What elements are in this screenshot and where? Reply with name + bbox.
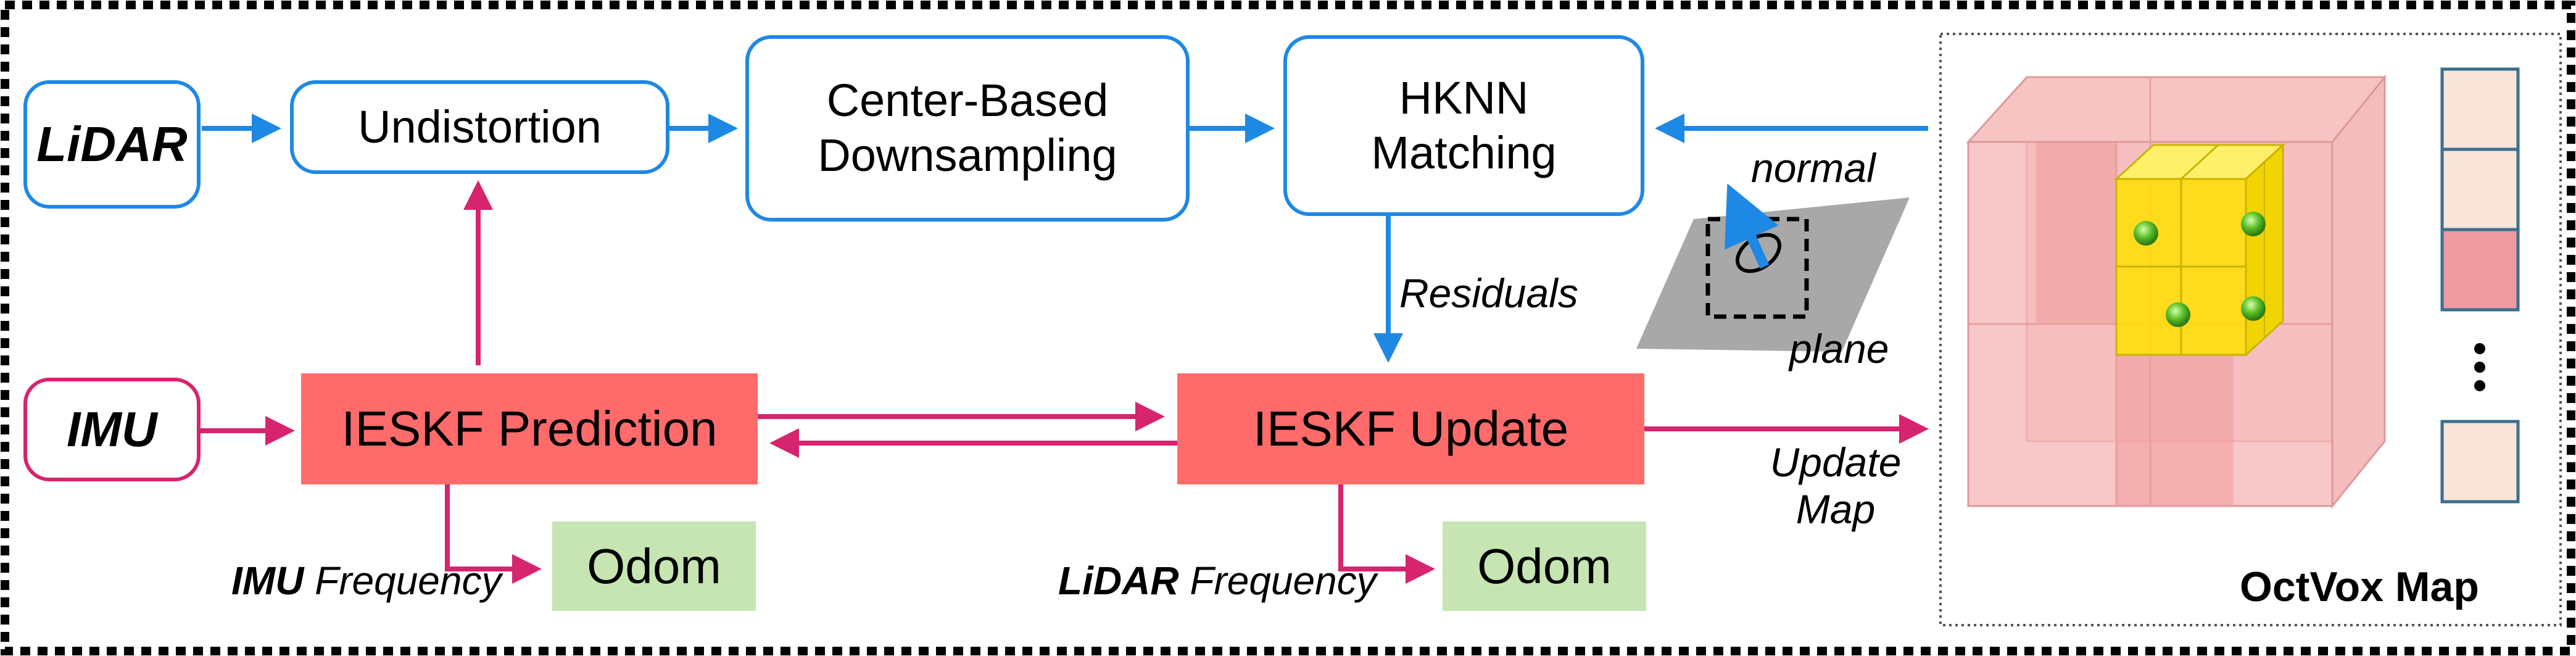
downsampling-label-line1: Center-Based <box>826 75 1109 127</box>
octvox-map-title: OctVox Map <box>2240 563 2479 610</box>
lidar-frequency-rest: Frequency <box>1190 558 1377 603</box>
ieskf-prediction-block: IESKF Prediction <box>301 373 758 484</box>
hknn-matching-block: HKNN Matching <box>1283 35 1644 216</box>
voxel-list-icon <box>2440 67 2520 504</box>
lidar-source-label: LiDAR <box>36 117 188 172</box>
octvox-cube-icon <box>1966 74 2387 509</box>
hknn-label-line1: HKNN <box>1399 72 1529 123</box>
update-map-line2: Map <box>1795 486 1876 532</box>
lidar-source: LiDAR <box>23 80 201 209</box>
imu-frequency-rest: Frequency <box>315 558 502 603</box>
update-map-label: Update Map <box>1746 439 1925 533</box>
ieskf-prediction-label: IESKF Prediction <box>341 401 718 456</box>
imu-frequency-label: IMU Frequency <box>231 558 501 604</box>
imu-frequency-bold: IMU <box>231 558 304 603</box>
normal-label: normal <box>1751 145 1876 191</box>
undistortion-block: Undistortion <box>290 80 669 174</box>
residuals-label: Residuals <box>1399 270 1578 316</box>
odom-imu-block: Odom <box>552 521 756 611</box>
imu-source-label: IMU <box>67 402 157 457</box>
ieskf-update-label: IESKF Update <box>1253 401 1569 456</box>
odom-imu-label: Odom <box>587 538 721 594</box>
hknn-label-line2: Matching <box>1371 127 1557 178</box>
downsampling-label-line2: Downsampling <box>818 130 1117 181</box>
arrow-update-to-odom <box>1338 484 1435 584</box>
odom-lidar-label: Odom <box>1477 538 1612 594</box>
ieskf-update-block: IESKF Update <box>1177 373 1644 484</box>
imu-source: IMU <box>23 378 201 481</box>
lidar-frequency-label: LiDAR Frequency <box>1058 558 1377 604</box>
center-based-downsampling-block: Center-Based Downsampling <box>745 35 1190 222</box>
vertical-ellipsis-icon <box>2474 343 2485 391</box>
arrow-prediction-to-odom <box>445 484 542 584</box>
update-map-line1: Update <box>1770 439 1902 485</box>
lidar-frequency-bold: LiDAR <box>1058 558 1179 603</box>
plane-normal-icon <box>1636 183 1910 352</box>
plane-label: plane <box>1789 326 1889 372</box>
undistortion-label: Undistortion <box>358 101 602 152</box>
octvox-panel-border <box>1939 33 2562 626</box>
odom-lidar-block: Odom <box>1443 521 1646 611</box>
